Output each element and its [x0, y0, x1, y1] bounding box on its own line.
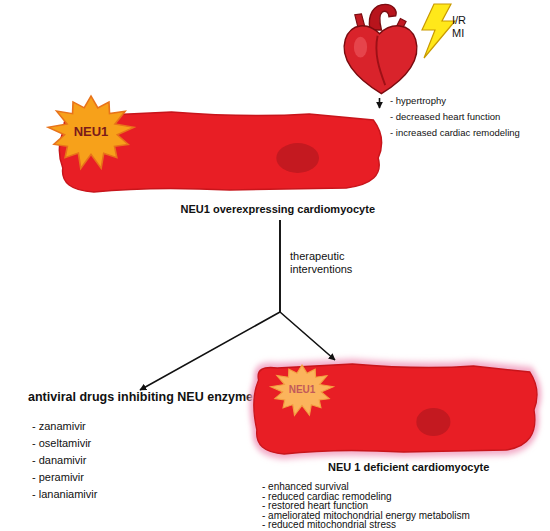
node-heading: NEU1: [272, 365, 332, 415]
cell-membrane: [254, 364, 537, 454]
starburst: [271, 365, 334, 415]
list-item: - oseltamivir: [32, 437, 91, 450]
list-item: - peramivir: [32, 471, 84, 484]
lightning-bolt: [422, 4, 455, 58]
list-item: - zanamivir: [32, 420, 86, 433]
heart-outline: [332, 0, 427, 98]
enzyme-burst: NEU1: [272, 365, 332, 415]
flow-arrow: [140, 220, 280, 390]
cell-node: NEU 1 deficient cardiomyocyte NEU1: [250, 360, 540, 480]
effect-item: - increased cardiac remodeling: [390, 128, 520, 138]
heart-body: [344, 26, 417, 94]
effect-item: - ameliorated mitochondrial energy metab…: [262, 511, 470, 521]
effect-item: - reduced cardiac remodeling: [262, 492, 392, 502]
enzyme-burst: NEU1: [50, 96, 132, 168]
effect-item: - enhanced survival: [262, 482, 349, 492]
effect-item: - hypertrophy: [390, 96, 446, 106]
nucleus: [416, 408, 450, 436]
nucleus: [276, 143, 319, 173]
text-group: antiviral drugs inhibiting NEU enzymes - …: [28, 390, 263, 510]
node-heading: NEU1 overexpressing cardiomyocyte: [181, 203, 375, 216]
heart-node: I/R MI: [332, 0, 427, 98]
node-heading: I/R MI: [452, 14, 478, 39]
effect-item: - restored heart function: [262, 501, 368, 511]
node-heading: NEU1: [50, 96, 132, 168]
node-heading: antiviral drugs inhibiting NEU enzymes: [28, 390, 260, 404]
cell-node: NEU1 overexpressing cardiomyocyteNEU1: [55, 108, 385, 220]
list-item: - danamivir: [32, 454, 86, 467]
list-item: - lananiamivir: [32, 488, 97, 501]
highlight: [354, 37, 367, 58]
effect-item: - reduced mitochondrial stress: [262, 520, 396, 530]
cell-glow: [254, 364, 537, 454]
flow-arrow: [280, 220, 335, 360]
starburst: [48, 96, 134, 168]
flow-arrow: [379, 98, 381, 108]
edge-label: therapeutic interventions: [290, 250, 365, 275]
coronary-line: [376, 36, 385, 85]
node-heading: NEU 1 deficient cardiomyocyte: [328, 461, 489, 474]
effect-item: - decreased heart function: [390, 112, 500, 122]
